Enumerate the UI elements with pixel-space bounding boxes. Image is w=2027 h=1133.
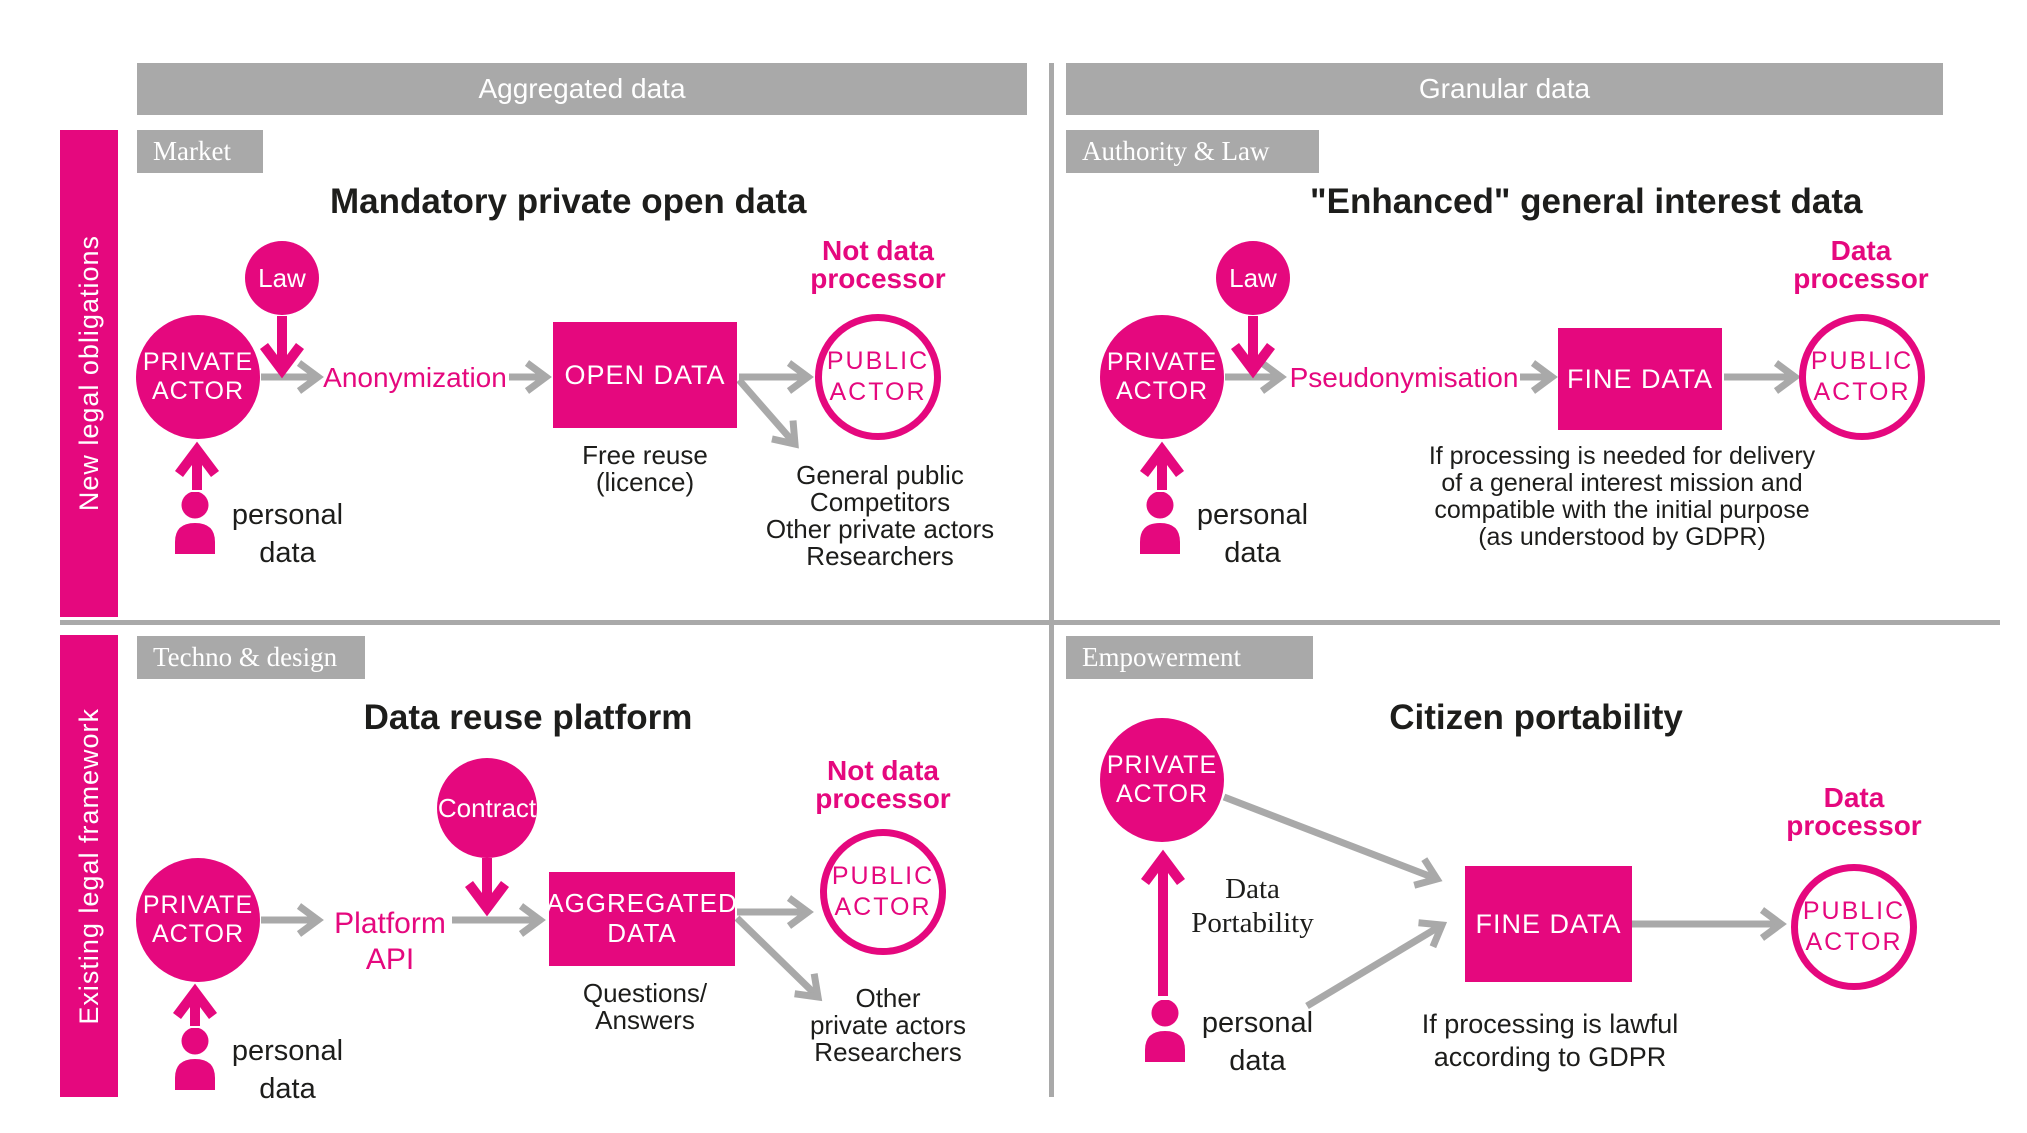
row-label-new-legal-obligations: New legal obligations [60, 130, 118, 617]
tag-authority-law: Authority & Law [1066, 130, 1319, 173]
recipients-list: Other private actors Researchers [778, 985, 998, 1066]
recipient-item: Other [855, 983, 921, 1013]
column-header-granular-data: Granular data [1066, 63, 1943, 115]
flow-label-platform-api: Platform API [334, 907, 446, 976]
recipient-item: Researchers [806, 541, 954, 571]
flow-label-pseudonymisation: Pseudonymisation [1289, 362, 1519, 393]
condition-line: (as understood by GDPR) [1478, 523, 1766, 551]
recipient-item: Researchers [814, 1037, 962, 1067]
personal-data-label: personal data [1196, 499, 1309, 569]
person-icon [175, 1028, 215, 1090]
private-actor-circle: PRIVATE ACTOR [1100, 718, 1224, 842]
data-processor-note: Data processor [1793, 235, 1929, 294]
open-data-box: OPEN DATA [553, 322, 737, 428]
arrow-open-data-to-recipients [736, 377, 799, 449]
condition-line: compatible with the initial purpose [1434, 496, 1810, 524]
fine-data-box: FINE DATA [1558, 328, 1722, 430]
arrow-private-actor-to-fine-data [1222, 793, 1443, 889]
not-data-processor-note: Not data processor [810, 235, 946, 294]
condition-line: If processing is needed for delivery [1428, 442, 1816, 470]
column-header-aggregated-data: Aggregated data [137, 63, 1027, 115]
arrow-aggregated-data-to-recipients [734, 915, 823, 1002]
row-divider [60, 620, 2000, 625]
person-icon [175, 492, 215, 554]
condition-note: If processing is needed for delivery of … [1420, 443, 1824, 551]
flow-label-anonymization: Anonymization [323, 362, 507, 393]
condition-line: according to GDPR [1433, 1042, 1667, 1072]
private-actor-circle: PRIVATE ACTOR [1100, 315, 1224, 439]
quadrant-title-mandatory-private-open-data: Mandatory private open data [330, 182, 807, 221]
person-icon [1140, 492, 1180, 554]
quadrant-title-citizen-portability: Citizen portability [1389, 698, 1683, 737]
personal-data-label: personal data [231, 1035, 344, 1105]
data-processor-note: Data processor [1786, 782, 1922, 841]
tag-empowerment: Empowerment [1066, 636, 1313, 679]
public-actor-circle: PUBLIC ACTOR [1799, 314, 1925, 440]
public-actor-circle: PUBLIC ACTOR [1791, 864, 1917, 990]
tag-market: Market [137, 130, 263, 173]
personal-data-label: personal data [1201, 1007, 1314, 1077]
private-actor-circle: PRIVATE ACTOR [136, 858, 260, 982]
person-icon [1145, 1000, 1185, 1062]
row-label-existing-legal-framework: Existing legal framework [60, 635, 118, 1097]
law-bubble: Law [245, 241, 319, 315]
tag-techno-design: Techno & design [137, 636, 365, 679]
not-data-processor-note: Not data processor [815, 755, 951, 814]
column-header-label: Aggregated data [478, 73, 686, 104]
recipient-item: General public [796, 460, 964, 490]
column-divider [1049, 63, 1054, 1097]
recipients-list: General public Competitors Other private… [750, 462, 1010, 570]
aggregated-data-box: AGGREGATED DATA [546, 872, 737, 966]
public-actor-circle: PUBLIC ACTOR [815, 314, 941, 440]
free-reuse-note: Free reuse (licence) [582, 440, 708, 497]
recipient-item: Competitors [809, 487, 951, 517]
quadrant-title-data-reuse-platform: Data reuse platform [363, 698, 693, 737]
condition-line: of a general interest mission and [1441, 469, 1803, 497]
condition-line: If processing is lawful [1421, 1009, 1679, 1039]
contract-bubble: Contract [437, 758, 537, 858]
row-label-text: New legal obligations [73, 235, 104, 512]
condition-note: If processing is lawful according to GDP… [1380, 1008, 1720, 1074]
personal-data-label: personal data [231, 499, 344, 569]
quadrant-title-enhanced-general-interest-data: "Enhanced" general interest data [1310, 182, 1863, 221]
row-label-text: Existing legal framework [73, 707, 104, 1025]
recipient-item: Other private actors [765, 514, 995, 544]
recipient-item: private actors [809, 1010, 967, 1040]
law-bubble: Law [1216, 241, 1290, 315]
arrow-personal-data-to-fine-data [1305, 919, 1448, 1010]
fine-data-box: FINE DATA [1465, 866, 1632, 982]
questions-answers-note: Questions/ Answers [582, 978, 708, 1035]
public-actor-circle: PUBLIC ACTOR [820, 829, 946, 955]
private-actor-circle: PRIVATE ACTOR [136, 315, 260, 439]
column-header-label: Granular data [1418, 73, 1591, 104]
flow-label-data-portability: Data Portability [1191, 873, 1314, 939]
